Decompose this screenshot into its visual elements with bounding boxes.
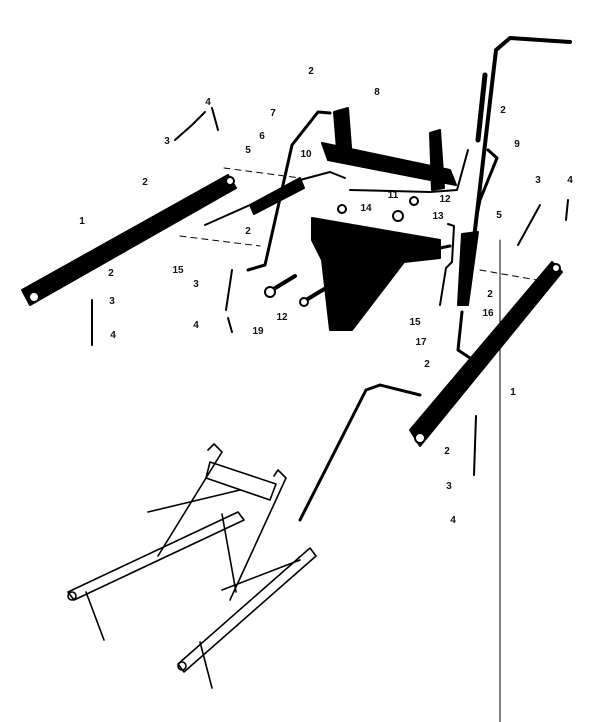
lift-bar-left bbox=[21, 174, 237, 306]
callout-3: 3 bbox=[164, 136, 170, 147]
callout-14: 14 bbox=[360, 203, 372, 214]
pivot-bracket bbox=[321, 107, 457, 191]
callout-2: 2 bbox=[424, 359, 430, 370]
callout-2: 2 bbox=[108, 268, 114, 279]
hitch-plate bbox=[311, 217, 452, 331]
callout-2: 2 bbox=[487, 289, 493, 300]
callout-1: 1 bbox=[79, 216, 85, 227]
callout-2: 2 bbox=[500, 105, 506, 116]
callout-15: 15 bbox=[409, 317, 421, 328]
lift-bar-right bbox=[409, 261, 563, 447]
callout-9: 9 bbox=[514, 139, 520, 150]
clip-rod-15 bbox=[439, 223, 455, 306]
callout-15: 15 bbox=[172, 265, 184, 276]
callout-13: 13 bbox=[432, 211, 444, 222]
callout-2: 2 bbox=[142, 177, 148, 188]
callout-3: 3 bbox=[193, 279, 199, 290]
callout-2: 2 bbox=[245, 226, 251, 237]
spring-16 bbox=[457, 231, 479, 306]
callout-12: 12 bbox=[276, 312, 288, 323]
spring-6 bbox=[204, 171, 346, 226]
callout-3: 3 bbox=[109, 296, 115, 307]
callout-10: 10 bbox=[300, 149, 312, 160]
callout-5: 5 bbox=[496, 210, 502, 221]
callout-4: 4 bbox=[450, 515, 456, 526]
callout-3: 3 bbox=[535, 175, 541, 186]
assembled-view bbox=[67, 383, 422, 689]
callout-4: 4 bbox=[567, 175, 573, 186]
chains bbox=[91, 107, 569, 476]
callout-5: 5 bbox=[245, 145, 251, 156]
callout-19: 19 bbox=[252, 326, 264, 337]
l-rod-17 bbox=[456, 310, 472, 360]
callout-4: 4 bbox=[110, 330, 116, 341]
bolts bbox=[264, 196, 419, 307]
callout-8: 8 bbox=[374, 87, 380, 98]
callout-4: 4 bbox=[193, 320, 199, 331]
callout-7: 7 bbox=[270, 108, 276, 119]
callout-11: 11 bbox=[387, 190, 399, 201]
assembly-lines bbox=[179, 153, 549, 283]
callout-3: 3 bbox=[446, 481, 452, 492]
callout-1: 1 bbox=[510, 387, 516, 398]
crank-handle bbox=[349, 36, 572, 292]
callout-6: 6 bbox=[259, 131, 265, 142]
callout-4: 4 bbox=[205, 97, 211, 108]
callout-12: 12 bbox=[439, 194, 451, 205]
lift-rod-right bbox=[474, 148, 499, 222]
callout-17: 17 bbox=[415, 337, 427, 348]
lift-rod-left bbox=[246, 110, 332, 272]
callout-2: 2 bbox=[308, 66, 314, 77]
callout-2: 2 bbox=[444, 446, 450, 457]
callout-16: 16 bbox=[482, 308, 494, 319]
